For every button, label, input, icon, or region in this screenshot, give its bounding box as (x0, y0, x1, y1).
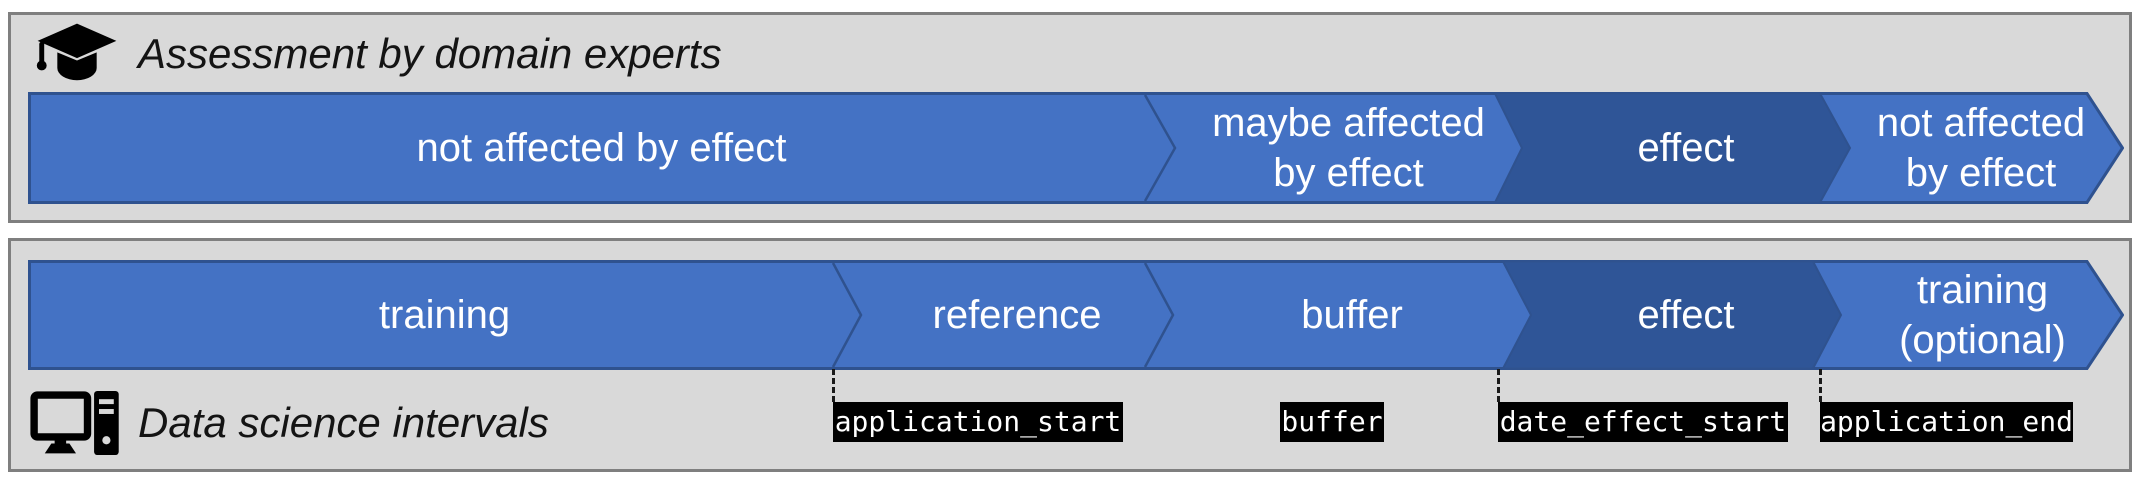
expert-panel-header: Assessment by domain experts (36, 20, 722, 88)
expert-timeline-bar: not affected by effect maybe affected by… (28, 92, 2124, 204)
dashed-connector-application-end (1819, 369, 1822, 402)
dashed-connector-date-effect-start (1497, 369, 1500, 402)
data-science-panel-title: Data science intervals (138, 399, 549, 446)
data-science-panel-header: Data science intervals (30, 388, 549, 458)
dashed-connector-application-start (832, 369, 835, 402)
expert-bar-shape (28, 92, 2124, 204)
graduation-cap-icon (36, 22, 118, 86)
data-science-timeline-bar: training reference buffer effect trainin… (28, 260, 2124, 370)
interval-label-application-start: application_start (833, 402, 1123, 442)
expert-panel-title: Assessment by domain experts (138, 30, 722, 77)
data-science-bar-shape (28, 260, 2124, 370)
interval-label-buffer: buffer (1280, 402, 1384, 442)
interval-label-date-effect-start: date_effect_start (1498, 402, 1788, 442)
desktop-computer-icon (30, 389, 122, 457)
interval-label-application-end: application_end (1820, 402, 2073, 442)
